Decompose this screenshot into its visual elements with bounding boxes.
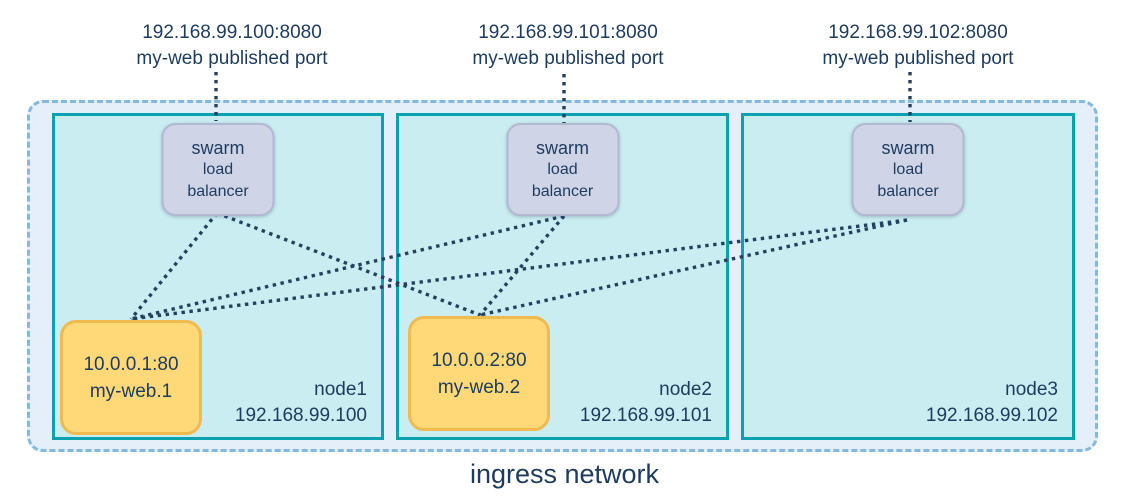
task-my-web-2: 10.0.0.2:80 my-web.2 <box>408 316 550 431</box>
published-port-address: 192.168.99.100:8080 <box>142 22 322 43</box>
load-balancer-label: balancer <box>187 182 249 200</box>
published-port-caption: my-web published port <box>472 48 664 69</box>
task-address: 10.0.0.2:80 <box>431 349 527 371</box>
swarm-load-balancer-node3: swarm load balancer <box>851 123 965 216</box>
node-ip: 192.168.99.101 <box>579 405 712 426</box>
load-balancer-label: balancer <box>877 182 939 200</box>
ingress-network-boundary: swarm load balancer 10.0.0.1:80 my-web.1… <box>27 100 1098 452</box>
load-balancer-label: load <box>892 160 924 178</box>
load-balancer-label: swarm <box>191 137 245 158</box>
node2-box: swarm load balancer 10.0.0.2:80 my-web.2… <box>396 113 729 440</box>
load-balancer-label: balancer <box>531 182 594 200</box>
published-port-label-1: 192.168.99.100:8080 my-web published por… <box>92 20 372 72</box>
node-ip: 192.168.99.102 <box>925 405 1058 426</box>
node1-label: node1 192.168.99.100 <box>235 377 367 429</box>
task-name: my-web.1 <box>89 380 173 402</box>
swarm-load-balancer-node2: swarm load balancer <box>506 123 619 216</box>
node3-box: swarm load balancer node3 192.168.99.102 <box>741 113 1075 440</box>
node-name: node1 <box>314 379 367 400</box>
ingress-network-label: ingress network <box>469 459 660 489</box>
published-port-label-3: 192.168.99.102:8080 my-web published por… <box>778 20 1058 72</box>
task-name: my-web.2 <box>437 376 521 398</box>
node3-label: node3 192.168.99.102 <box>926 377 1058 429</box>
node2-label: node2 192.168.99.101 <box>580 377 712 429</box>
task-address: 10.0.0.1:80 <box>83 353 179 375</box>
published-port-label-2: 192.168.99.101:8080 my-web published por… <box>428 20 708 72</box>
load-balancer-label: swarm <box>536 137 589 158</box>
published-port-caption: my-web published port <box>136 48 328 69</box>
node-ip: 192.168.99.100 <box>234 405 367 426</box>
load-balancer-label: swarm <box>881 137 935 158</box>
swarm-load-balancer-node1: swarm load balancer <box>161 123 275 216</box>
node-name: node3 <box>1005 379 1058 400</box>
load-balancer-label: load <box>547 160 578 178</box>
load-balancer-label: load <box>202 160 234 178</box>
published-port-address: 192.168.99.101:8080 <box>478 22 658 43</box>
published-port-address: 192.168.99.102:8080 <box>828 22 1008 43</box>
task-my-web-1: 10.0.0.1:80 my-web.1 <box>60 320 202 435</box>
node1-box: swarm load balancer 10.0.0.1:80 my-web.1… <box>52 113 384 440</box>
node-name: node2 <box>659 379 712 400</box>
published-port-caption: my-web published port <box>822 48 1014 69</box>
